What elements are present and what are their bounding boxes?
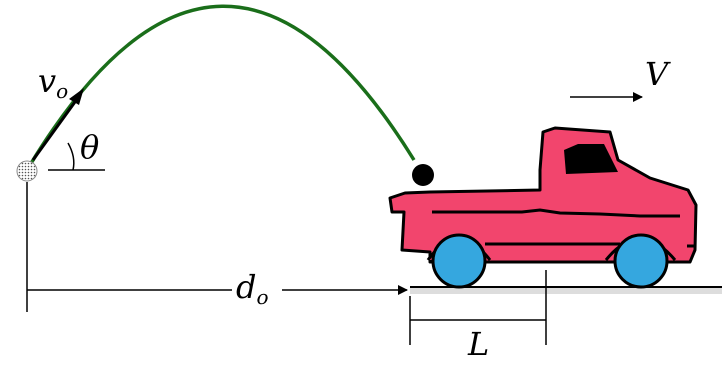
launch-point: [16, 160, 38, 182]
angle-arc: [67, 142, 75, 171]
truck: [388, 126, 698, 289]
truck-trim: [432, 208, 680, 218]
initial-velocity-arrowhead: [69, 88, 84, 105]
angle-label: θ: [80, 128, 99, 166]
projectile-ball: [412, 164, 434, 186]
truck-rear-wheel: [431, 233, 487, 289]
bed-length-label: L: [467, 325, 489, 363]
ground-surface: [410, 287, 722, 294]
truck-body: [388, 126, 698, 264]
truck-front-wheel: [613, 233, 669, 289]
truck-window: [564, 144, 618, 174]
distance-label: do: [236, 268, 269, 309]
truck-velocity-label: V: [645, 55, 671, 93]
projectile-trajectory: [28, 4, 416, 166]
initial-velocity-label: vo: [38, 62, 68, 103]
initial-velocity-arrow: [31, 94, 82, 161]
